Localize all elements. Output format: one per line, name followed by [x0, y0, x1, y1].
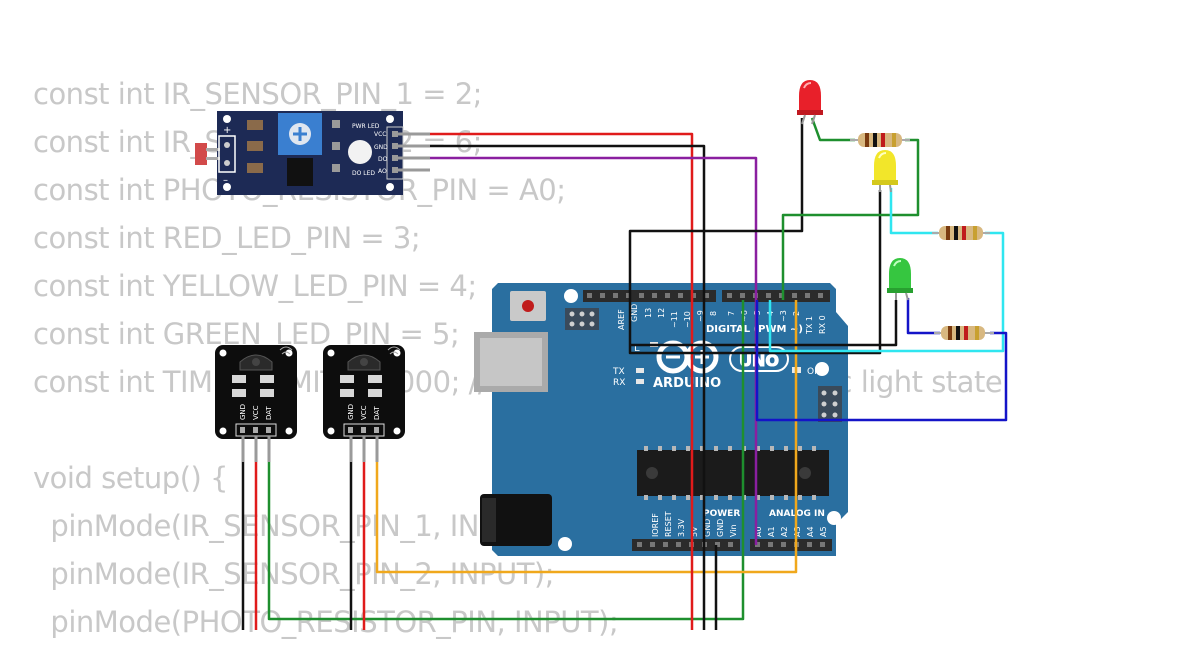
tx-led [636, 368, 644, 373]
a1-label: A1 [767, 526, 776, 537]
digital-label: DIGITAL (PWM ~) [706, 324, 803, 335]
arduino-logo-icon [656, 340, 719, 374]
wire-ir2-dat[interactable] [375, 300, 798, 574]
ir2-vcc-label: VCC [360, 405, 368, 420]
wire-green-resistor[interactable] [755, 300, 1008, 422]
wires [241, 117, 1008, 630]
power-jack [480, 494, 552, 546]
code-line: const int IR_SENSOR_PIN_1 = 2; [33, 77, 482, 111]
red-led[interactable] [797, 80, 823, 125]
mount-hole [827, 511, 841, 525]
wire-yellow-led-cathode[interactable] [628, 190, 882, 355]
pin-label-13: 13 [644, 308, 653, 318]
mount-hole [815, 362, 829, 376]
yellow-led[interactable] [872, 150, 898, 193]
wire-yellow-led-anode[interactable] [889, 188, 938, 235]
vin-label: Vin [729, 524, 738, 537]
reset-button-cap[interactable] [522, 300, 534, 312]
3v3-label: 3.3V [677, 518, 686, 537]
wire-red-led-anode[interactable] [810, 117, 855, 142]
resistor-yellow[interactable] [932, 226, 990, 240]
pwr-led-label: PWR LED [352, 123, 380, 130]
mount-hole [564, 289, 578, 303]
uno-badge [729, 346, 789, 372]
icsp-right [818, 386, 842, 422]
ioref-label: IOREF [651, 513, 660, 537]
wire-yellow-resistor[interactable] [768, 231, 1005, 353]
brand-label: ARDUINO [653, 376, 721, 391]
icsp-header [565, 308, 599, 330]
wire-green-led-anode[interactable] [906, 298, 940, 335]
reset-label: RESET [664, 511, 673, 537]
resistor-red[interactable] [850, 133, 910, 147]
code-line: const int RED_LED_PIN = 3; [33, 221, 421, 255]
a5-label: A5 [819, 526, 828, 537]
resistor-green[interactable] [934, 326, 994, 340]
ir-sensor-2[interactable]: GND VCC DAT [323, 345, 405, 439]
power-label: POWER [703, 509, 740, 519]
rx-led [636, 379, 644, 384]
ir1-vcc-label: VCC [252, 405, 260, 420]
code-line: const int YELLOW_LED_PIN = 4; [33, 269, 477, 303]
ir-sensor-1[interactable]: GND VCC DAT [215, 345, 297, 439]
gnd-pin-label: GND [630, 304, 639, 322]
a2-label: A2 [780, 526, 789, 537]
bottom-header-pins [637, 542, 825, 547]
wire-green-led-cathode[interactable] [630, 300, 898, 347]
gnd2-label: GND [716, 519, 725, 537]
ao-pin-label: AO [378, 168, 387, 175]
wire-photo-gnd[interactable] [430, 144, 706, 630]
on-label: ON [807, 367, 821, 377]
5v-label: 5V [690, 526, 699, 537]
pin-label-6: ~6 [740, 310, 749, 322]
atmega-chip [637, 446, 829, 500]
wire-photo-vcc[interactable] [430, 132, 694, 630]
pin-label-3: ~3 [779, 310, 788, 322]
pin-label-8: 8 [709, 311, 718, 316]
photoresistor [195, 143, 207, 165]
a0-label: A0 [754, 526, 763, 537]
mount-hole [558, 537, 572, 551]
pwr-led-lens [348, 140, 372, 164]
ir1-dat-label: DAT [265, 405, 273, 420]
ir2-dat-label: DAT [373, 405, 381, 420]
model-label: UNO [739, 351, 779, 370]
do-pin-label: DO [378, 156, 388, 163]
do-led-label: DO LED [352, 170, 375, 177]
ir1-gnd-label: GND [239, 404, 247, 420]
a3-label: A3 [793, 526, 802, 537]
gnd-pin-label: GND [374, 144, 388, 151]
aref-label: AREF [617, 309, 626, 330]
pin-label-7: 7 [727, 311, 736, 316]
green-led[interactable] [887, 258, 913, 301]
code-line: void setup() { [33, 461, 229, 495]
circuit-diagram: AREF GND 13 12 ~11 ~10 ~9 8 7 ~6 ~5 4 ~3… [195, 80, 1008, 630]
l-label: L [634, 343, 640, 354]
pin-label-10: ~10 [683, 311, 692, 328]
gnd1-label: GND [703, 519, 712, 537]
plus-label: + [223, 125, 231, 136]
pin-label-12: 12 [657, 308, 666, 318]
rx-label: RX [613, 378, 625, 388]
comparator-chip [287, 158, 313, 186]
pin-label-11: ~11 [670, 311, 679, 328]
power-header[interactable] [632, 539, 740, 551]
wire-ir1-dat[interactable] [267, 300, 745, 621]
minus-label: – [223, 175, 228, 186]
tx-label: TX [612, 367, 625, 377]
pin-label-rx0: RX 0 [818, 315, 827, 334]
pin-label-9: ~9 [696, 310, 705, 322]
analog-header[interactable] [750, 539, 832, 551]
photo-module-pins [398, 132, 430, 172]
ir2-gnd-label: GND [347, 404, 355, 420]
a4-label: A4 [806, 526, 815, 537]
wire-red-led-cathode[interactable] [628, 118, 804, 300]
vcc-pin-label: VCC [374, 131, 386, 138]
wire-red-resistor[interactable] [781, 138, 920, 300]
photoresistor-module[interactable]: + – PWR LED DO LED VCC GND DO AO [195, 111, 404, 195]
pin-label-tx1: TX 1 [805, 316, 814, 335]
